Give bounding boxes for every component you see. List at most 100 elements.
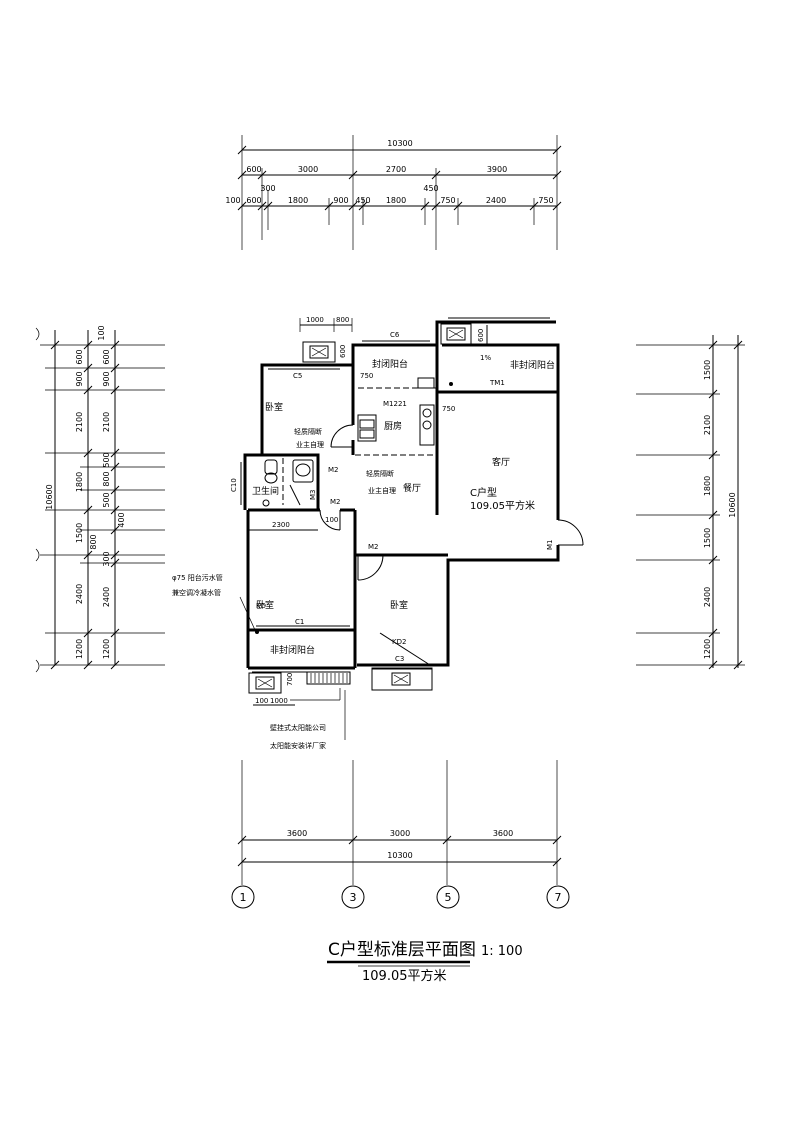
- bottom-dim: 3600: [287, 829, 307, 838]
- top-dimension-chain: 10300 600 3000 2700 3900 300 450 100 600…: [225, 135, 562, 250]
- window-tag: C10: [230, 478, 238, 492]
- local-dim: 1000: [270, 697, 288, 705]
- local-dim: 1000: [306, 316, 324, 324]
- drawing-title-block: C户型标准层平面图 1: 100 109.05平方米: [327, 940, 523, 984]
- left-dim: 400: [117, 512, 126, 527]
- door-tag: M3: [309, 490, 317, 501]
- left-dim: 2100: [75, 412, 84, 432]
- room-label: 非封闭阳台: [270, 644, 315, 656]
- solar-note: 太阳能安装详厂家: [270, 741, 326, 750]
- slope-note: 1%: [480, 354, 491, 362]
- right-dimension-chain: 10600 1500 2100 1800 1500 2400 1200: [636, 335, 745, 670]
- top-dim: 1800: [288, 196, 308, 205]
- room-label: 卧室: [265, 401, 283, 413]
- walls: [243, 320, 560, 670]
- room-labels: 卧室 卫生间 封闭阳台 厨房 非封闭阳台 客厅 餐厅 卧室 卧室 非封闭阳台 C…: [252, 358, 555, 656]
- room-label: 非封闭阳台: [510, 359, 555, 371]
- pipe-note: 兼空调冷凝水管: [172, 588, 221, 597]
- axis-bubble: [231, 885, 255, 909]
- room-label: 餐厅: [403, 482, 421, 494]
- local-dim: 100: [255, 697, 268, 705]
- door-tag: M1221: [383, 400, 407, 408]
- unit-area: 109.05平方米: [470, 499, 535, 512]
- window-tag: C3: [395, 655, 404, 663]
- room-label: 厨房: [384, 420, 402, 432]
- door-tag: M2: [328, 466, 339, 474]
- top-dim: 3900: [487, 165, 507, 174]
- ac-units: [248, 323, 472, 694]
- top-dim: 450: [423, 184, 438, 193]
- axis-label: 1: [240, 891, 247, 904]
- local-dim: 600: [339, 345, 347, 358]
- element-labels: C5 C6 C1 C3 C10 M1221 TM1 M2 M2 M3 M1 M2…: [172, 316, 554, 750]
- top-dim: 100: [225, 196, 240, 205]
- window-tag: C6: [390, 331, 400, 339]
- pipe-note: φ75 阳台污水管: [172, 573, 223, 582]
- axis-label: 7: [555, 891, 562, 904]
- left-dimension-chain: 10600 100 600 900 2100 1800 1500 2400 12…: [35, 325, 165, 673]
- door-tag: M2: [330, 498, 341, 506]
- local-dim: 800: [336, 316, 349, 324]
- left-dim: 1200: [75, 639, 84, 659]
- axis-bubble: [436, 885, 460, 909]
- leader-lines: [239, 382, 453, 740]
- drawing-title: C户型标准层平面图: [328, 940, 476, 960]
- axis-bubble: [546, 885, 570, 909]
- room-label: 客厅: [492, 456, 510, 468]
- top-dim: 450: [355, 196, 370, 205]
- local-dim: 750: [360, 372, 373, 380]
- left-dim: 900: [102, 371, 111, 386]
- axis-bubble: [341, 885, 365, 909]
- top-dim: 300: [260, 184, 275, 193]
- left-dim: 600: [102, 349, 111, 364]
- top-dim: 2700: [386, 165, 406, 174]
- local-dimensions: [248, 318, 488, 706]
- left-dim: 500: [102, 452, 111, 467]
- solar-note: 壁挂式太阳能公司: [270, 723, 326, 732]
- window-tag: C5: [293, 372, 302, 380]
- left-dim: 500: [102, 492, 111, 507]
- axis-label: 3: [350, 891, 357, 904]
- top-dim: 3000: [298, 165, 318, 174]
- local-dim: 100: [325, 516, 338, 524]
- bottom-dim: 3600: [493, 829, 513, 838]
- room-label: 封闭阳台: [372, 358, 408, 370]
- doors: [289, 424, 584, 666]
- left-dim: 300: [102, 551, 111, 566]
- door-tag: TM1: [489, 379, 505, 387]
- top-dim: 600: [246, 165, 261, 174]
- kitchen-fixtures: [357, 377, 435, 446]
- left-dim: 800: [89, 534, 98, 549]
- drawing-area: 109.05平方米: [362, 968, 447, 984]
- partition-note: 业主自理: [368, 486, 396, 495]
- right-dim: 1500: [703, 528, 712, 548]
- top-dim: 750: [538, 196, 553, 205]
- window-tag: C1: [295, 618, 304, 626]
- bathroom-fixtures: [262, 459, 314, 507]
- room-label: 卧室: [390, 599, 408, 611]
- bottom-overall-dim: 10300: [387, 851, 412, 860]
- opening-tag: KD: [256, 602, 266, 610]
- right-dim: 2100: [703, 415, 712, 435]
- left-dim: 100: [97, 325, 106, 340]
- local-dim: 2300: [272, 521, 290, 529]
- left-dim: 900: [75, 371, 84, 386]
- left-overall-dim: 10600: [45, 484, 54, 509]
- top-dim: 2400: [486, 196, 506, 205]
- local-dim: 750: [442, 405, 455, 413]
- partition-note: 业主自理: [296, 440, 324, 449]
- right-dim: 2400: [703, 587, 712, 607]
- left-dim: 1200: [102, 639, 111, 659]
- top-dim: 900: [333, 196, 348, 205]
- top-overall-dim: 10300: [387, 139, 412, 148]
- left-dim: 800: [102, 471, 111, 486]
- bottom-dim: 3000: [390, 829, 410, 838]
- unit-label: C户型: [470, 486, 497, 499]
- windows: [240, 317, 550, 673]
- left-dim: 600: [75, 349, 84, 364]
- left-dim: 1800: [75, 472, 84, 492]
- room-label: 卧室: [256, 599, 274, 611]
- local-dim: 700: [286, 673, 294, 686]
- door-tag: M2: [368, 543, 379, 551]
